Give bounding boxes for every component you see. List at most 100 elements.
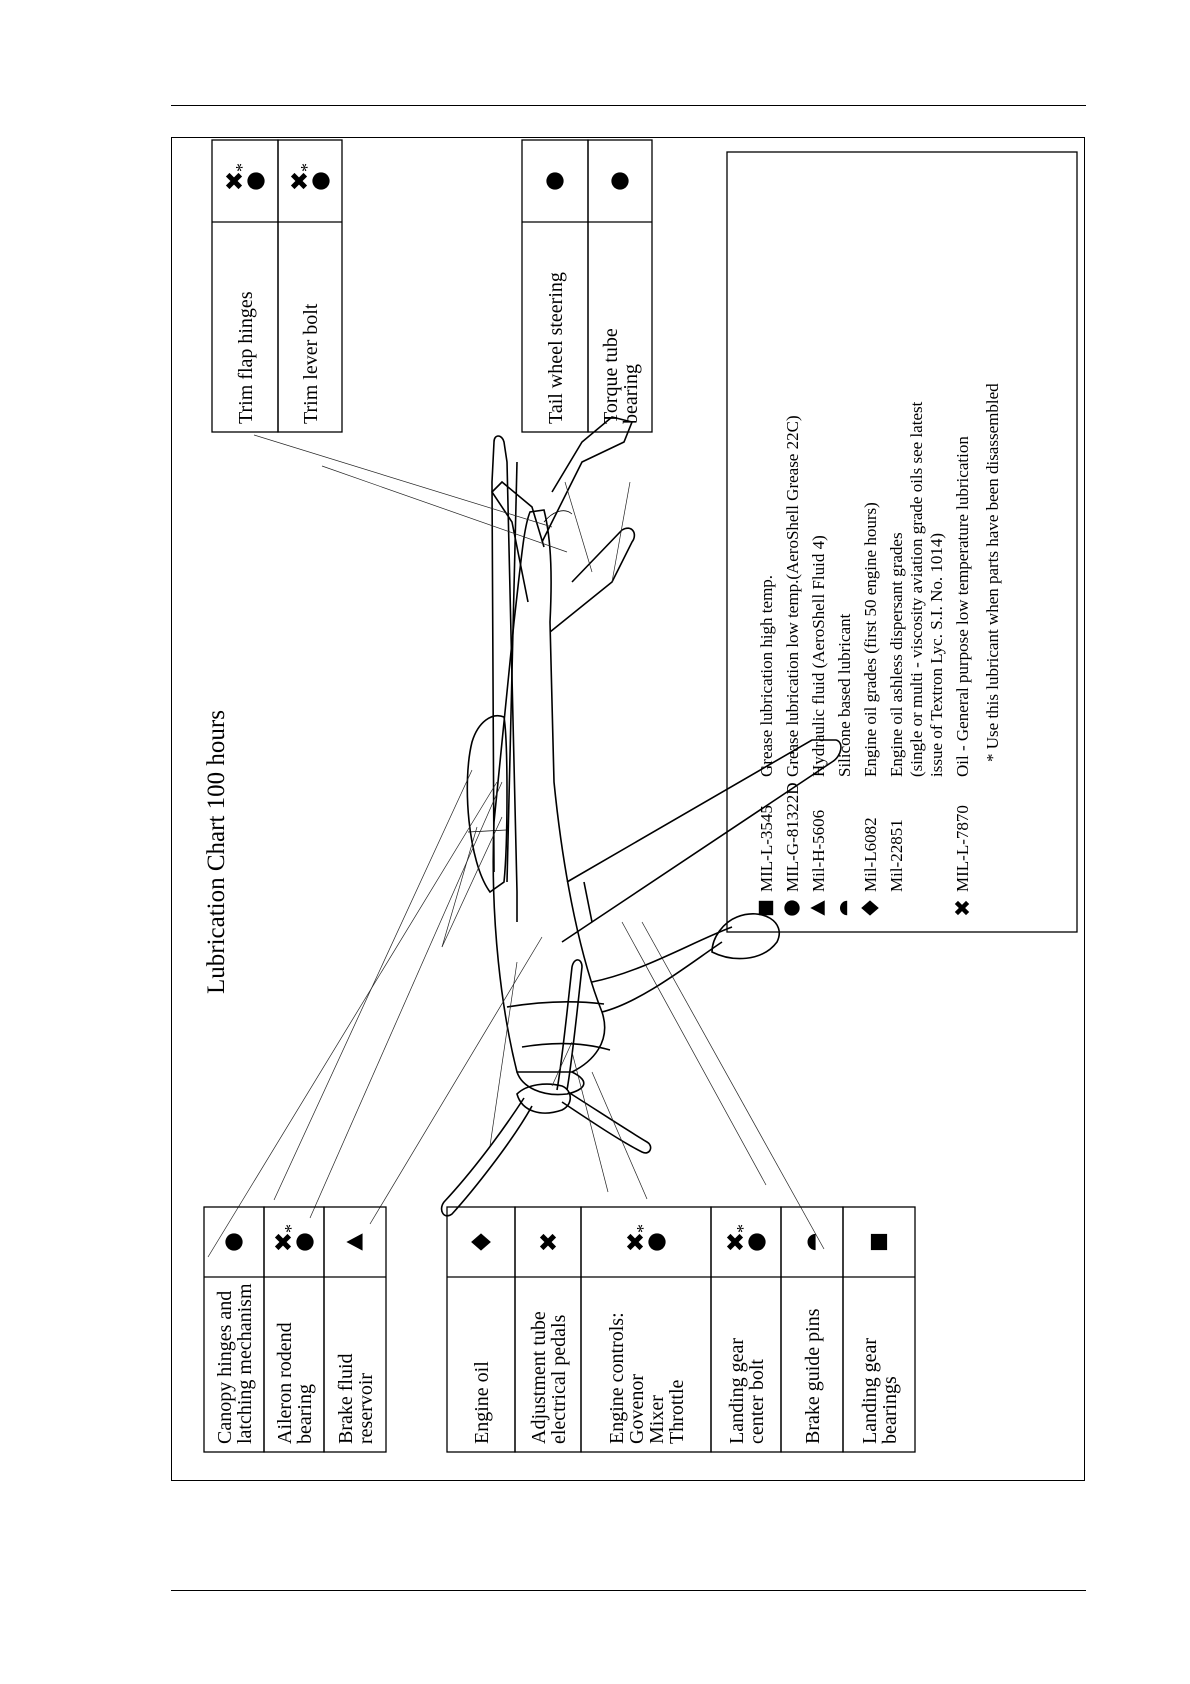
row-label: reservoir bbox=[355, 1373, 377, 1444]
lubricant-x-icon bbox=[626, 1233, 644, 1251]
legend-footnote: * Use this lubricant when parts have bee… bbox=[983, 383, 1002, 762]
chart-frame: Lubrication Chart 100 hours bbox=[171, 137, 1085, 1481]
asterisk-mark: * bbox=[232, 163, 252, 172]
table-row: Trim flap hinges * bbox=[211, 139, 279, 433]
top-rule bbox=[171, 105, 1086, 106]
legend-description: Oil - General purpose low temperature lu… bbox=[953, 436, 972, 777]
table-row: Tail wheel steering bbox=[521, 139, 589, 433]
row-label: Tail wheel steering bbox=[545, 272, 567, 424]
lubricant-circle-icon bbox=[546, 172, 564, 190]
bottom-rule bbox=[171, 1590, 1086, 1591]
lubricant-circle-icon bbox=[296, 1233, 314, 1251]
lubricant-circle-icon bbox=[611, 172, 629, 190]
lubricant-circle-icon bbox=[312, 172, 330, 190]
legend-description: Engine oil ashless dispersant grades bbox=[887, 532, 906, 777]
legend-description: (single or multi - viscosity aviation gr… bbox=[907, 401, 926, 777]
legend-row: MIL-L-7870 Oil - General purpose low temp… bbox=[953, 436, 972, 916]
row-label: Mixer bbox=[646, 1395, 668, 1444]
legend-description: Hydraulic fluid (AeroShell Fluid 4) bbox=[809, 535, 828, 777]
chart-title: Lubrication Chart 100 hours bbox=[203, 710, 230, 994]
legend-row: Silicone based lubricant bbox=[835, 613, 854, 916]
lubricant-diamond-icon bbox=[471, 1233, 491, 1251]
legend-triangle-icon bbox=[810, 900, 825, 916]
airplane-illustration bbox=[440, 416, 842, 1217]
legend-description: Engine oil grades (first 50 engine hours… bbox=[861, 502, 880, 777]
legend-spec: MIL-L-7870 bbox=[953, 805, 972, 892]
legend-half-circle-icon bbox=[840, 900, 848, 916]
leader-lines bbox=[207, 434, 825, 1258]
row-label: bearing bbox=[294, 1384, 316, 1444]
lubricant-circle-icon bbox=[748, 1233, 766, 1251]
asterisk-mark: * bbox=[297, 163, 317, 172]
legend-box bbox=[726, 151, 1078, 933]
table-row: Brake guide pins bbox=[780, 1206, 844, 1453]
legend-diamond-icon bbox=[861, 900, 879, 916]
lubrication-diagram: Lubrication Chart 100 hours bbox=[203, 139, 1078, 1453]
row-label: Adjustment tube bbox=[528, 1311, 550, 1444]
row-label: bearing bbox=[620, 364, 642, 424]
row-label: Trim lever bolt bbox=[300, 303, 322, 424]
asterisk-mark: * bbox=[281, 1224, 301, 1233]
table-row: Engine oil bbox=[446, 1206, 516, 1453]
legend-row: MIL-L-3545 Grease lubrication high temp. bbox=[757, 575, 776, 916]
table-row: Trim lever bolt * bbox=[277, 139, 343, 433]
row-label: bearings bbox=[879, 1376, 901, 1444]
row-label: Landing gear bbox=[859, 1338, 881, 1444]
row-label: center bolt bbox=[746, 1359, 768, 1444]
legend-spec: Mil-L6082 bbox=[861, 817, 880, 892]
row-label: Trim flap hinges bbox=[235, 291, 257, 424]
legend-row: MIL-G-81322D Grease lubrication low temp.… bbox=[783, 415, 802, 916]
legend-spec: Mil-H-5606 bbox=[809, 810, 828, 892]
legend-description: Grease lubrication low temp.(AeroShell G… bbox=[783, 415, 802, 777]
legend-x-icon bbox=[954, 900, 970, 916]
asterisk-mark: * bbox=[733, 1224, 753, 1233]
legend-circle-icon bbox=[784, 900, 800, 916]
lubricant-half-circle-icon bbox=[807, 1233, 816, 1251]
row-label: Brake fluid bbox=[335, 1353, 357, 1444]
row-label: latching mechanism bbox=[234, 1283, 256, 1444]
row-label: Engine oil bbox=[471, 1361, 493, 1444]
row-label: Canopy hinges and bbox=[214, 1291, 236, 1444]
row-label: Engine controls: bbox=[606, 1312, 628, 1444]
legend-description: Grease lubrication high temp. bbox=[757, 575, 776, 777]
row-label: Landing gear bbox=[726, 1338, 748, 1444]
lubricant-circle-icon bbox=[247, 172, 265, 190]
legend-description: Silicone based lubricant bbox=[835, 613, 854, 777]
row-label: Throttle bbox=[666, 1379, 688, 1444]
legend-spec: MIL-G-81322D bbox=[783, 782, 802, 892]
asterisk-mark: * bbox=[633, 1224, 653, 1233]
right-table-trim: Trim flap hinges * Trim lever bolt * bbox=[211, 139, 343, 433]
row-label: Govenor bbox=[626, 1374, 648, 1444]
lubricant-circle-icon bbox=[225, 1233, 243, 1251]
rotated-sheet: Lubrication Chart 100 hours bbox=[172, 138, 1086, 1482]
row-label: electrical pedals bbox=[548, 1314, 570, 1444]
lubricant-square-icon bbox=[870, 1233, 888, 1251]
lubricant-triangle-icon bbox=[346, 1233, 363, 1251]
row-label: Aileron rodend bbox=[274, 1322, 296, 1444]
legend-spec: MIL-L-3545 bbox=[757, 805, 776, 892]
legend-description: issue of Textron Lyc. S.I. No. 1014) bbox=[927, 533, 946, 777]
lubricant-x-icon bbox=[225, 172, 243, 190]
lubricant-circle-icon bbox=[648, 1233, 666, 1251]
legend-spec: Mil-22851 bbox=[887, 819, 906, 892]
legend-square-icon bbox=[758, 900, 774, 916]
row-label: Torque tube bbox=[600, 328, 622, 424]
lubricant-x-icon bbox=[726, 1233, 744, 1251]
row-label: Brake guide pins bbox=[802, 1308, 824, 1444]
lubricant-x-icon bbox=[539, 1233, 557, 1251]
legend-row: Mil-H-5606 Hydraulic fluid (AeroShell Flu… bbox=[809, 535, 828, 916]
lubricant-x-icon bbox=[274, 1233, 292, 1251]
